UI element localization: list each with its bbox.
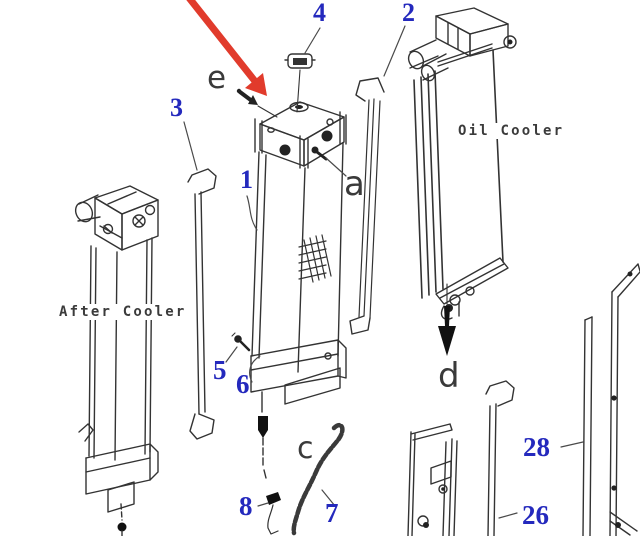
strip-part28 — [582, 316, 593, 536]
bolt-icon-5 — [231, 332, 251, 352]
callout-number-2: 2 — [402, 0, 415, 27]
leader-lines — [183, 25, 584, 519]
callout-number-1: 1 — [240, 165, 253, 194]
index-letter-a: a — [344, 164, 365, 204]
mount-panel-bottom — [407, 423, 458, 536]
callout-number-7: 7 — [325, 498, 339, 528]
index-letter-d: d — [438, 356, 460, 396]
radiator-cap-part4 — [284, 53, 316, 113]
callout-number-6: 6 — [236, 369, 250, 399]
callout-number-3: 3 — [170, 93, 183, 122]
callout-number-8: 8 — [239, 491, 253, 521]
fin-hatch — [298, 234, 332, 283]
bracket-part26 — [485, 380, 515, 536]
black-down-arrow-icon — [438, 283, 456, 356]
index-letter-e: e — [207, 60, 227, 96]
radiator-assembly — [250, 101, 347, 479]
bolt-icon-a — [311, 146, 328, 161]
oil-cooler-label: Oil Cooler — [456, 123, 567, 139]
callout-number-28: 28 — [523, 432, 550, 462]
after-cooler-label: After Cooler — [57, 304, 189, 320]
side-bracket-right — [609, 263, 640, 536]
drain-hose-part7 — [291, 422, 345, 536]
callout-number-5: 5 — [213, 355, 227, 385]
mount-strip-part2 — [349, 77, 385, 335]
bolt-icon-e — [236, 88, 278, 118]
callout-number-4: 4 — [313, 0, 326, 27]
red-arrow-icon — [186, 0, 267, 96]
oil-cooler-unit — [407, 7, 517, 320]
index-letter-c: c — [297, 431, 314, 466]
after-cooler-unit — [74, 185, 159, 536]
drain-plug-part8 — [266, 492, 281, 535]
mount-strip-part3 — [187, 168, 217, 440]
callout-number-26: 26 — [522, 500, 549, 530]
